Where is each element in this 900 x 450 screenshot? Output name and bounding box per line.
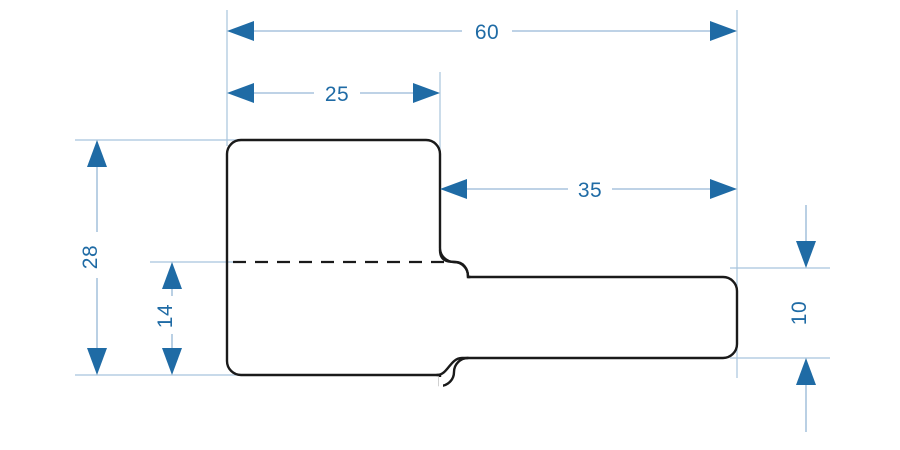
dimension-shank-height[interactable]: 10 — [788, 205, 816, 432]
arrowhead-10-top — [796, 241, 816, 268]
dimension-shank-length[interactable]: 35 — [440, 179, 737, 202]
part-outline-step-lower — [435, 248, 472, 377]
part-profile-path — [225, 138, 739, 388]
arrowhead-60-left — [227, 21, 254, 41]
dimension-step-height[interactable]: 14 — [154, 262, 182, 375]
arrowhead-35-right — [710, 179, 737, 199]
dimension-label-28: 28 — [79, 245, 102, 269]
dimension-block-length[interactable]: 25 — [227, 83, 440, 106]
lower-step-fillet — [435, 356, 470, 377]
dimension-label-35: 35 — [578, 179, 602, 202]
dimension-overall-height[interactable]: 28 — [79, 140, 107, 375]
arrowhead-28-top — [87, 140, 107, 167]
dimension-overall-length[interactable]: 60 — [227, 21, 737, 44]
arrowhead-28-bottom — [87, 348, 107, 375]
part-outline — [225, 138, 739, 388]
arrowhead-35-left — [440, 179, 467, 199]
arrowhead-14-top — [162, 262, 182, 289]
dimension-label-60: 60 — [475, 21, 499, 44]
arrowhead-10-bottom — [796, 358, 816, 385]
upper-step-fillet — [438, 248, 472, 279]
arrowhead-60-right — [710, 21, 737, 41]
dimension-label-14: 14 — [154, 304, 177, 328]
dimension-label-25: 25 — [325, 83, 349, 106]
arrowhead-25-right — [413, 83, 440, 103]
dimension-label-10: 10 — [788, 301, 811, 325]
arrowhead-14-bottom — [162, 348, 182, 375]
arrowhead-25-left — [227, 83, 254, 103]
